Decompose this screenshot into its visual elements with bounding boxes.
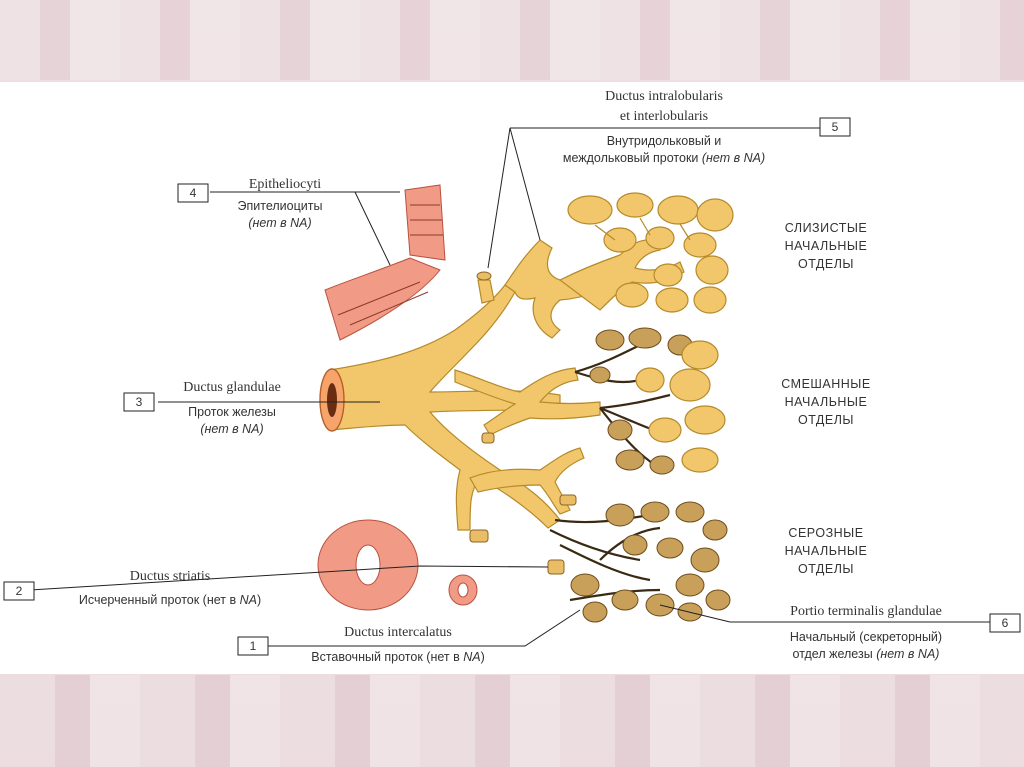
background-band-top — [0, 0, 1024, 80]
label-2: 2 Ductus striatis Исчерченный проток (не… — [3, 569, 261, 607]
serous-acini — [549, 501, 731, 623]
label-6-ru-line2: отдел железы (нет в NA) — [793, 647, 940, 661]
label-1-number: 1 — [250, 639, 257, 653]
label-5: Ductus intralobularis et interlobularis … — [563, 89, 851, 165]
section-serous: СЕРОЗНЫЕ НАЧАЛЬНЫЕ ОТДЕЛЫ — [785, 526, 868, 576]
section-mixed-line2: НАЧАЛЬНЫЕ — [785, 395, 868, 409]
label-4-note: (нет в NA) — [248, 216, 311, 230]
label-3-number: 3 — [136, 395, 143, 409]
section-mixed: СМЕШАННЫЕ НАЧАЛЬНЫЕ ОТДЕЛЫ — [781, 377, 870, 427]
label-6-ru-line1: Начальный (секреторный) — [790, 630, 942, 644]
leader-lines — [29, 127, 1000, 647]
label-3-note: (нет в NA) — [200, 422, 263, 436]
label-4-number: 4 — [190, 186, 197, 200]
section-mixed-line3: ОТДЕЛЫ — [798, 413, 854, 427]
duct-tree — [319, 239, 637, 531]
label-2-number: 2 — [16, 584, 23, 598]
label-5-latin-line2: et interlobularis — [620, 109, 708, 124]
diagram-panel — [0, 82, 1024, 674]
label-5-ru-line2: междольковый протоки (нет в NA) — [563, 151, 765, 165]
striated-ducts — [469, 432, 577, 575]
label-3: 3 Ductus glandulae Проток железы (нет в … — [123, 380, 281, 436]
section-mucous-line2: НАЧАЛЬНЫЕ — [785, 239, 868, 253]
section-mucous-line1: СЛИЗИСТЫЕ — [785, 221, 868, 235]
label-6: Portio terminalis glandulae 6 Начальный … — [790, 604, 1021, 661]
label-4-latin: Epitheliocyti — [249, 177, 321, 192]
label-5-ru-line1: Внутридольковый и — [607, 134, 722, 148]
section-mixed-line1: СМЕШАННЫЕ — [781, 377, 870, 391]
section-mucous-line3: ОТДЕЛЫ — [798, 257, 854, 271]
label-5-latin-line1: Ductus intralobularis — [605, 89, 723, 104]
label-5-number: 5 — [832, 120, 839, 134]
mixed-acini — [574, 327, 726, 475]
label-4: 4 Epitheliocyti Эпителиоциты (нет в NA) — [177, 177, 323, 230]
label-1-latin: Ductus intercalatus — [344, 625, 452, 640]
section-serous-line3: ОТДЕЛЫ — [798, 562, 854, 576]
intercalated-duct-section — [448, 574, 478, 606]
label-1-ru: Вставочный проток (нет в NA) — [311, 650, 485, 664]
label-6-number: 6 — [1002, 616, 1009, 630]
label-6-latin: Portio terminalis glandulae — [790, 604, 942, 619]
section-serous-line1: СЕРОЗНЫЕ — [788, 526, 863, 540]
label-1: 1 Ductus intercalatus Вставочный проток … — [237, 625, 485, 664]
label-4-ru: Эпителиоциты — [238, 199, 323, 213]
label-2-latin: Ductus striatis — [130, 569, 211, 584]
section-serous-line2: НАЧАЛЬНЫЕ — [785, 544, 868, 558]
label-3-ru: Проток железы — [188, 405, 276, 419]
label-3-latin: Ductus glandulae — [183, 380, 281, 395]
label-2-ru: Исчерченный проток (нет в NA) — [79, 593, 261, 607]
section-mucous: СЛИЗИСТЫЕ НАЧАЛЬНЫЕ ОТДЕЛЫ — [785, 221, 868, 271]
epithelium-illustration — [324, 184, 446, 341]
mucous-acini — [558, 192, 734, 314]
striated-duct-section — [317, 519, 419, 611]
background-band-bottom — [0, 675, 1024, 767]
